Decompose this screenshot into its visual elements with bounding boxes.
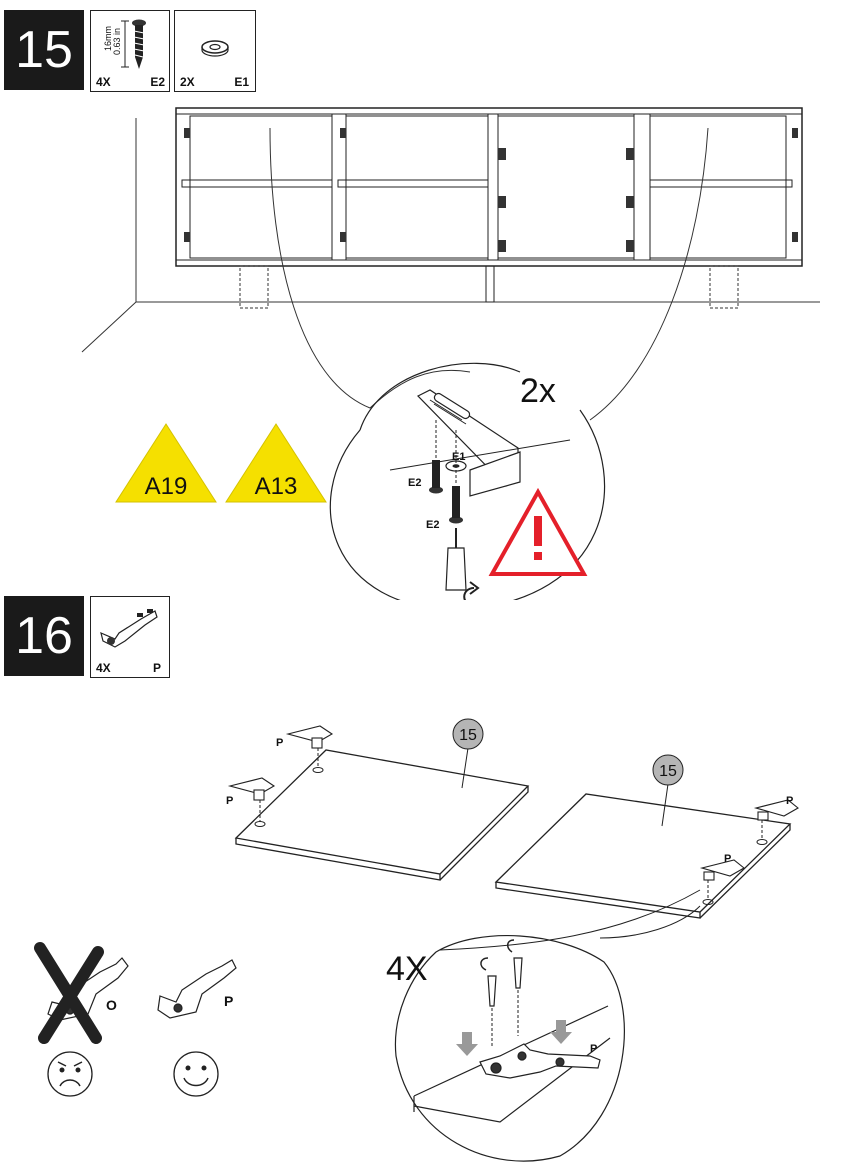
rotate-arrow-icon bbox=[463, 587, 475, 600]
step-15-illustration: E1 E2 E2 2x A19 A13 bbox=[81, 107, 820, 600]
screw-qty: 4X bbox=[96, 75, 111, 89]
screw-icon: 16mm 0.63 in bbox=[103, 19, 146, 69]
step-16-illustration: P P P P 15 15 4X P O P bbox=[34, 718, 799, 1162]
callout-count-2x: 2x bbox=[520, 372, 556, 410]
happy-face-icon bbox=[173, 1051, 219, 1097]
callout-label-e1: E1 bbox=[452, 451, 465, 463]
hinge-label-3: P bbox=[786, 795, 793, 807]
door-right-number: 15 bbox=[659, 763, 677, 780]
screw-length-mm: 16mm bbox=[103, 26, 113, 51]
hinge-qty: 4X bbox=[96, 661, 111, 675]
screw-length-in: 0.63 in bbox=[112, 28, 122, 55]
reference-a13: A13 bbox=[255, 473, 298, 500]
hinge-label-1: P bbox=[276, 737, 283, 749]
wrong-hinge-label: O bbox=[106, 997, 117, 1013]
warning-icon bbox=[488, 487, 588, 576]
part-box-washer-e1: 2X E1 bbox=[174, 10, 256, 92]
step-16-number: 16 bbox=[4, 596, 84, 676]
callout-label-e2a: E2 bbox=[408, 477, 421, 489]
right-hinge-label: P bbox=[224, 993, 233, 1009]
screw-code: E2 bbox=[150, 75, 165, 89]
callout-count-4x: 4X bbox=[386, 950, 428, 988]
callout-hinge-label: P bbox=[590, 1043, 597, 1055]
callout-label-e2b: E2 bbox=[426, 519, 439, 531]
washer-qty: 2X bbox=[180, 75, 195, 89]
part-box-hinge-p: 4X P bbox=[90, 596, 170, 678]
washer-icon bbox=[201, 40, 229, 57]
hinge-code: P bbox=[152, 661, 161, 675]
washer-code: E1 bbox=[234, 75, 249, 89]
screwdriver-icon bbox=[445, 528, 467, 591]
hinge-icon bbox=[100, 609, 158, 648]
step-15-number: 15 bbox=[4, 10, 84, 90]
sad-face-icon bbox=[47, 1051, 93, 1097]
reference-a19: A19 bbox=[145, 473, 188, 500]
part-box-screw-e2: 16mm 0.63 in 4X E2 bbox=[90, 10, 170, 92]
hinge-label-2: P bbox=[226, 795, 233, 807]
hinge-label-4: P bbox=[724, 853, 731, 865]
door-left-number: 15 bbox=[459, 727, 477, 744]
